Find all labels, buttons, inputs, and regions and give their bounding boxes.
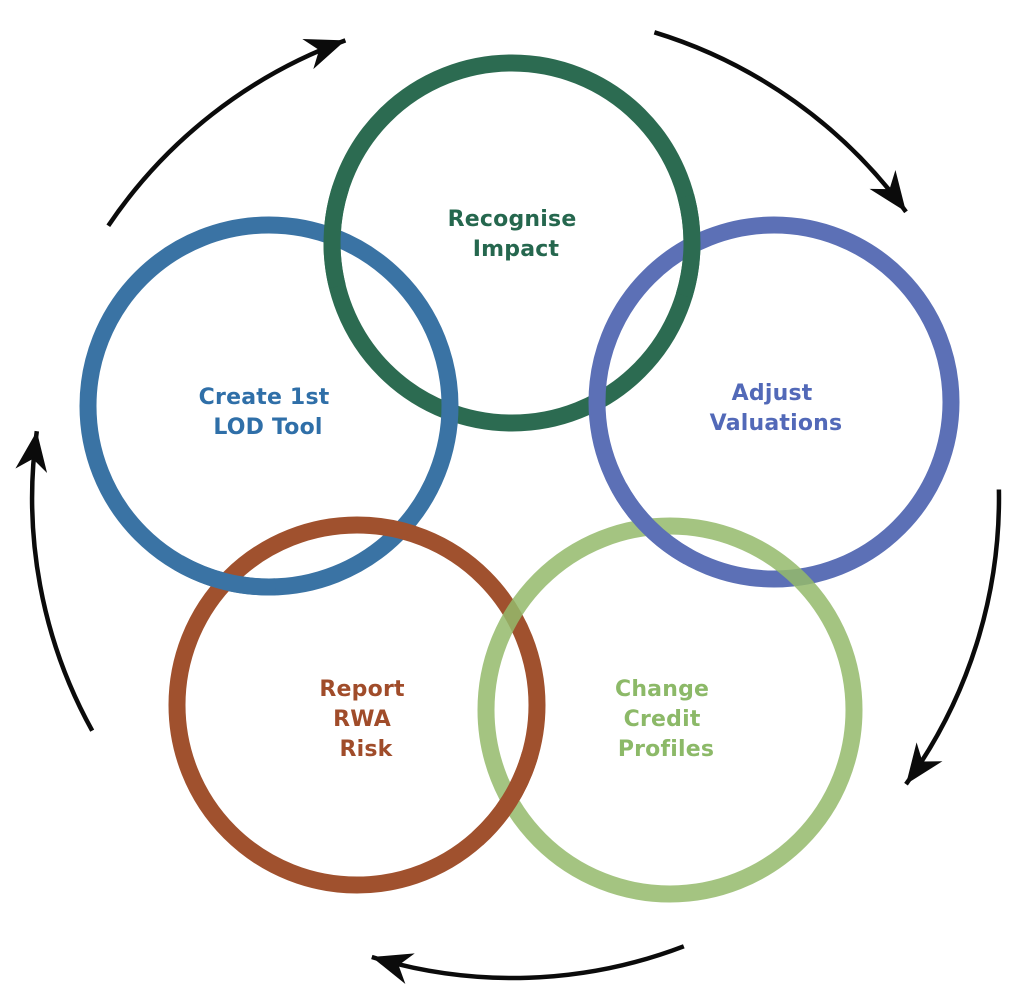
- label-line: Risk: [339, 737, 393, 762]
- label-recognise-impact: Recognise Impact: [448, 207, 585, 262]
- label-change-credit-profiles: Change Credit Profiles: [615, 677, 717, 762]
- weave-arc-green-over-periwinkle: [675, 194, 701, 299]
- label-line: Report: [319, 677, 405, 702]
- label-line: LOD Tool: [213, 415, 322, 440]
- weave-arc-brown-over-lightgreen: [471, 752, 539, 846]
- label-line: Credit: [624, 707, 701, 732]
- label-line: RWA: [333, 707, 391, 732]
- weave-arc-periwinkle-over-lightgreen: [611, 483, 693, 565]
- label-line: Adjust: [732, 381, 813, 406]
- label-line: Impact: [473, 237, 560, 262]
- label-create-1st-lod-tool: Create 1st LOD Tool: [199, 385, 338, 440]
- ring-change-credit-profiles: [477, 517, 863, 903]
- weave-arc-green-over-blue: [323, 184, 349, 289]
- cycle-arrow-bottom: [371, 944, 685, 984]
- label-line: Change: [615, 677, 709, 702]
- label-adjust-valuations: Adjust Valuations: [710, 381, 843, 436]
- cycle-arrow-top-right: [653, 30, 908, 214]
- cycle-arrow-left: [15, 430, 95, 732]
- label-line: Recognise: [448, 207, 577, 232]
- ring-adjust-valuations: [588, 216, 960, 588]
- ring-report-rwa-risk: [168, 516, 546, 894]
- label-report-rwa-risk: Report RWA Risk: [319, 677, 412, 762]
- weave-arc-blue-over-brown: [174, 555, 276, 596]
- label-line: Valuations: [710, 411, 843, 436]
- label-line: Profiles: [618, 737, 714, 762]
- label-line: Create 1st: [199, 385, 330, 410]
- cycle-arrow-right: [904, 489, 1002, 786]
- cycle-arrow-top-left: [106, 38, 347, 227]
